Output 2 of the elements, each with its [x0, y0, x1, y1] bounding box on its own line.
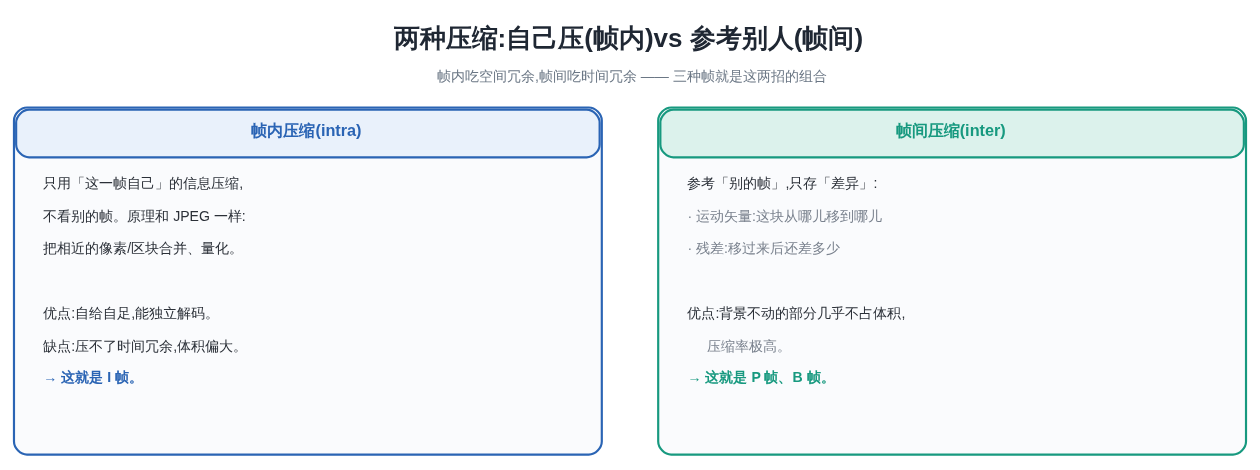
- caption: 帧内吃空间冗余,帧间吃时间冗余 —— 三种帧就是这两招的组合: [436, 67, 827, 84]
- diagram-title: 两种压缩:自己压(帧内)vs 参考别人(帧间): [393, 22, 864, 53]
